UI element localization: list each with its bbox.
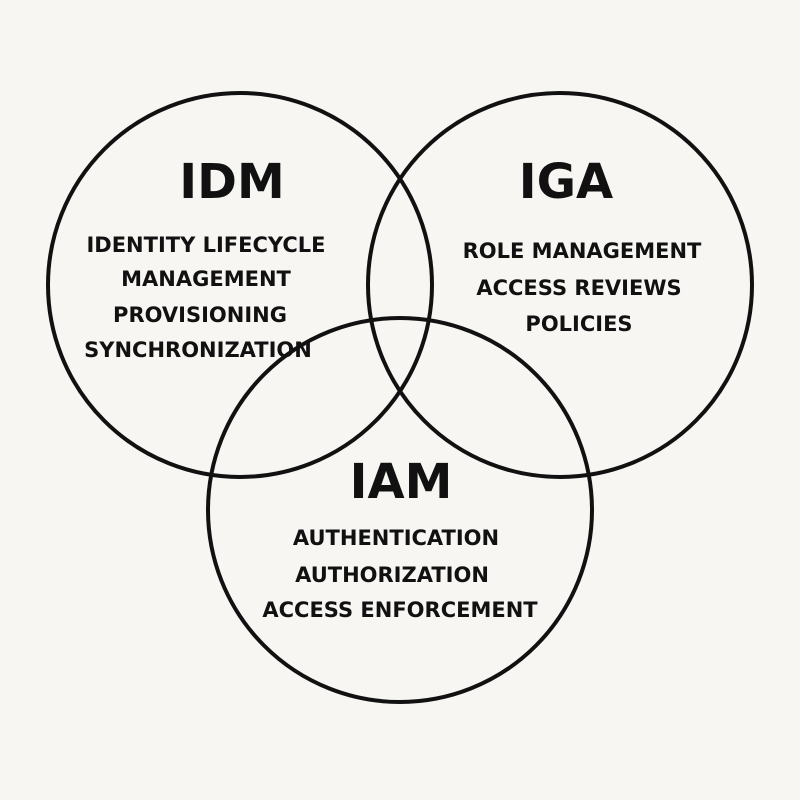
iam-title: IAM (350, 454, 453, 510)
iga-item-policies: POLICIES (525, 312, 632, 336)
iam-item-authorization: AUTHORIZATION (295, 563, 489, 587)
iam-item-authentication: AUTHENTICATION (293, 526, 499, 550)
iga-item-role-management: ROLE MANAGEMENT (463, 239, 702, 263)
idm-title: IDM (179, 154, 284, 210)
idm-item-management: MANAGEMENT (121, 267, 291, 291)
iam-circle (206, 316, 594, 704)
iga-circle (366, 91, 754, 479)
idm-item-provisioning: PROVISIONING (113, 303, 287, 327)
idm-item-synchronization: SYNCHRONIZATION (84, 338, 312, 362)
idm-circle (46, 91, 434, 479)
iga-item-access-reviews: ACCESS REVIEWS (476, 276, 681, 300)
idm-item-identity-lifecycle: IDENTITY LIFECYCLE (86, 233, 325, 257)
iam-item-access-enforcement: ACCESS ENFORCEMENT (262, 598, 538, 622)
iga-title: IGA (519, 154, 613, 210)
